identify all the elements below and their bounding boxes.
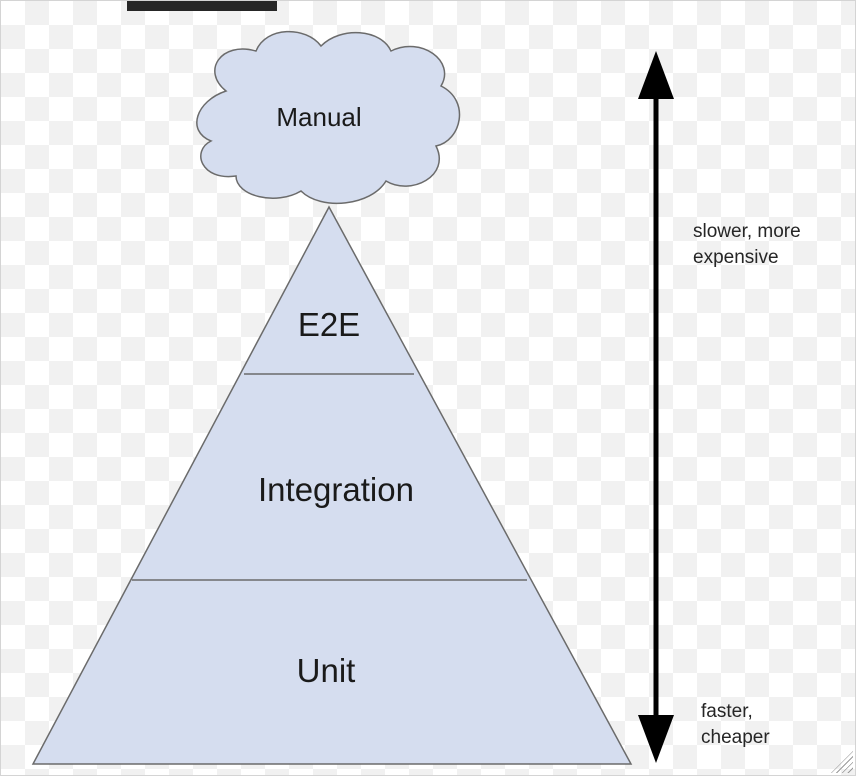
integration-label: Integration	[258, 471, 414, 508]
axis-label-bottom: faster, cheaper	[701, 701, 770, 748]
top-tab-bar	[127, 1, 277, 11]
e2e-label: E2E	[298, 306, 360, 343]
arrow-head-up	[638, 51, 674, 99]
pyramid	[31, 205, 633, 765]
manual-label: Manual	[276, 102, 361, 132]
arrow-head-down	[638, 715, 674, 763]
manual-cloud	[196, 30, 461, 204]
axis-label-top: slower, more expensive	[693, 221, 801, 268]
unit-label: Unit	[297, 652, 356, 689]
